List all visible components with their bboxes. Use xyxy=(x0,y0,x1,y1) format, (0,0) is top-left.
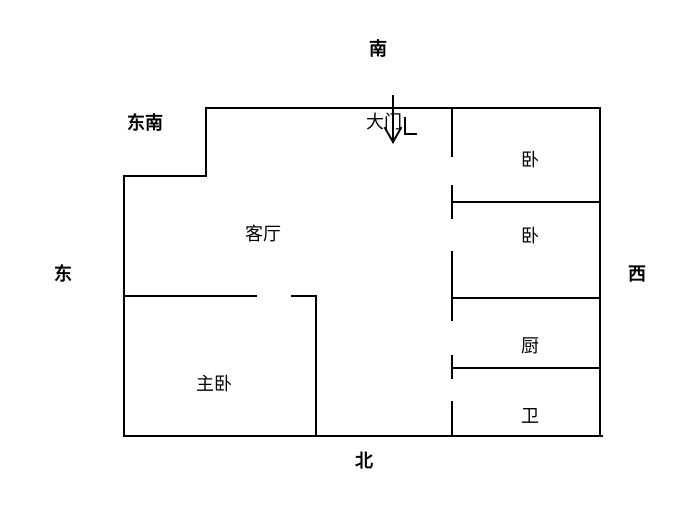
direction-label-southeast: 东南 xyxy=(127,113,163,134)
entrance-arrow-head xyxy=(383,126,403,145)
room-label-master-bedroom: 主卧 xyxy=(196,374,232,395)
main-door-frame xyxy=(404,117,417,135)
outer-wall-southeast xyxy=(123,107,451,297)
direction-label-north: 北 xyxy=(355,451,373,472)
master-bedroom-wall-right xyxy=(291,295,317,437)
room-label-bedroom-2: 卧 xyxy=(521,226,539,247)
outer-wall-south-west xyxy=(449,107,601,437)
room-label-main-door: 大门 xyxy=(366,112,402,133)
direction-label-south: 南 xyxy=(369,39,387,60)
room-label-bedroom-1: 卧 xyxy=(521,150,539,171)
room-label-bathroom: 卫 xyxy=(521,406,539,427)
room-label-kitchen: 厨 xyxy=(521,336,539,357)
direction-label-west: 西 xyxy=(628,264,646,285)
room-label-living-room: 客厅 xyxy=(245,224,281,245)
direction-label-east: 东 xyxy=(54,264,72,285)
